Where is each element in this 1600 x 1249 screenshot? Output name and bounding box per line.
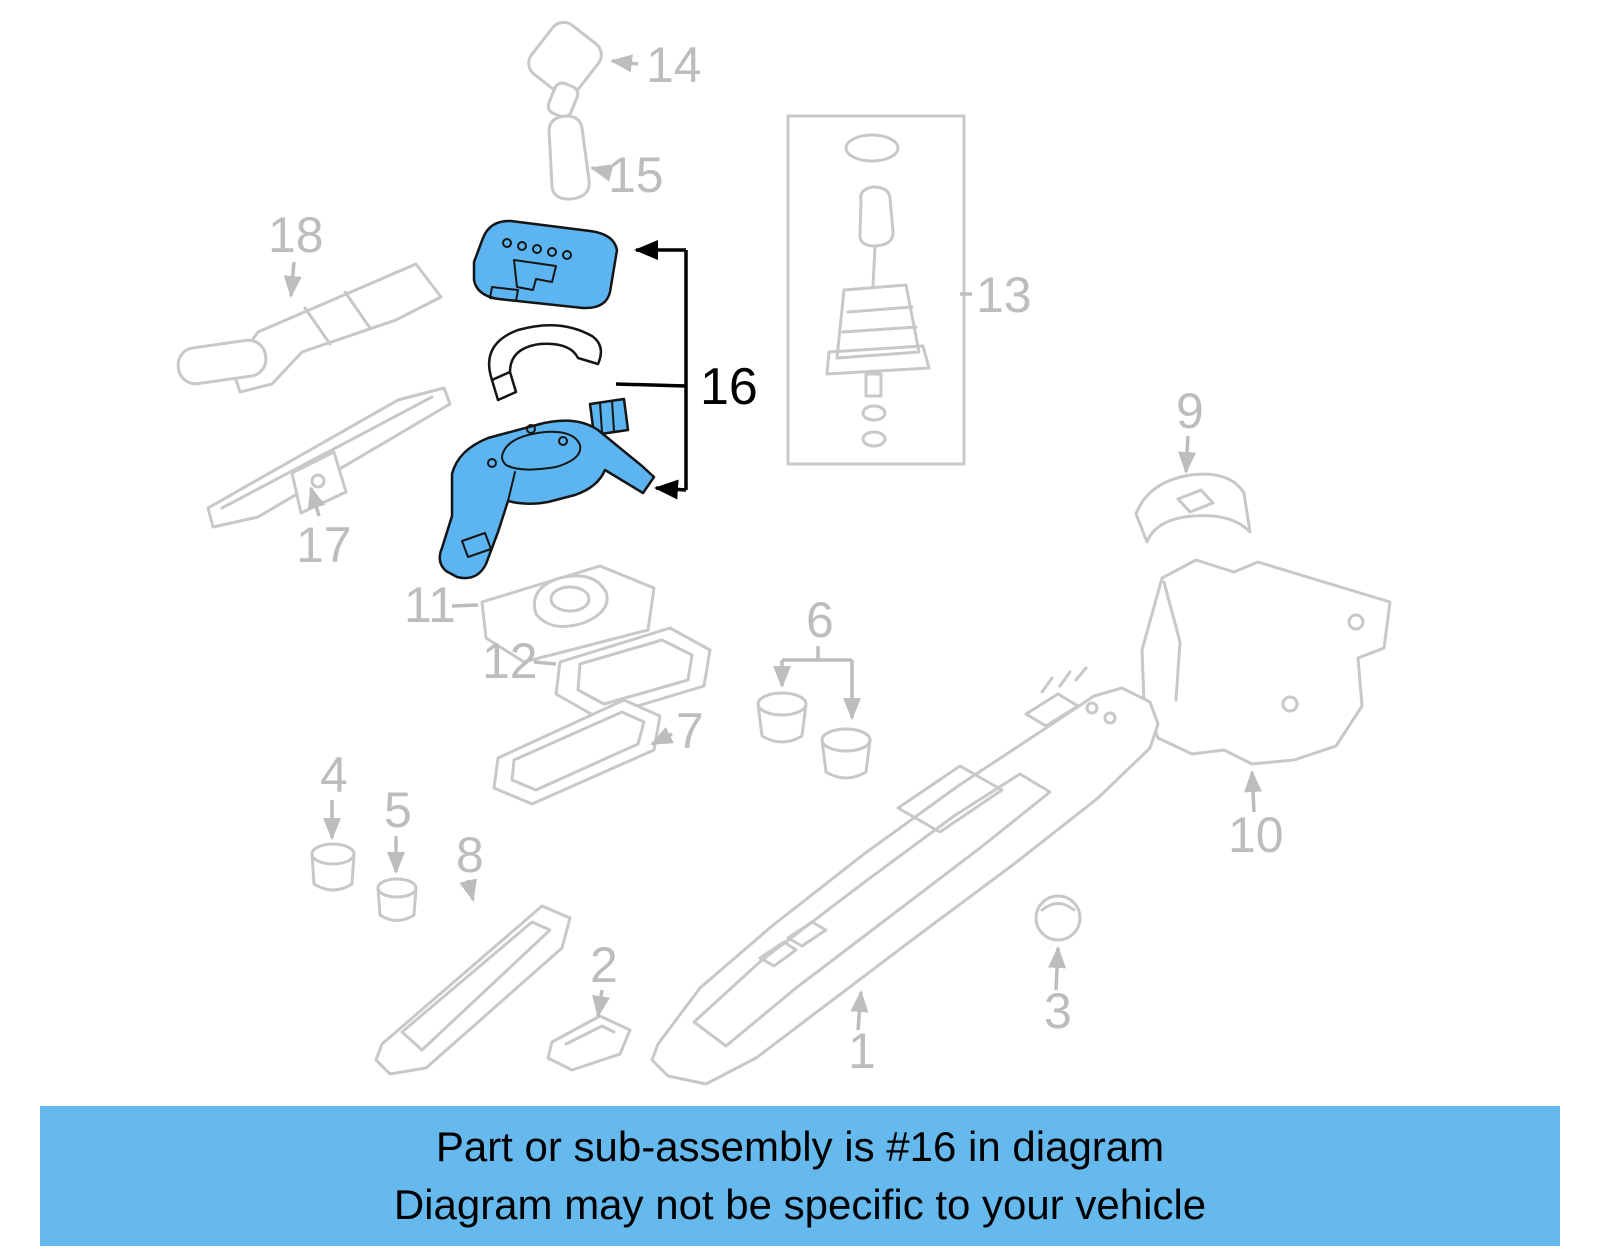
part-9-bracket [1134,472,1252,544]
part-16-housing-details [461,424,582,558]
part-16-housing [438,419,656,580]
part-6-leader [782,646,852,662]
part-label-9: 9 [1176,383,1204,439]
part-16-strap [487,324,603,382]
part-label-16: 16 [700,358,758,416]
part-4-plug [310,842,356,892]
part-label-5: 5 [384,782,412,838]
part-13-shifter-assembly [786,114,966,466]
part-7-arrow [650,727,674,746]
part-1-arrow [850,990,869,1031]
part-18-lever-boot [176,262,443,394]
part-15-shift-knob [547,114,591,201]
part-label-6: 6 [806,592,834,648]
part-2-arrow [592,989,610,1018]
banner-line-1: Part or sub-assembly is #16 in diagram [435,1122,1165,1170]
info-banner: Part or sub-assembly is #16 in diagram D… [40,1106,1560,1246]
part-14-arrow [610,54,639,73]
part-label-12: 12 [482,633,538,689]
part-6-cup-holders [756,691,872,780]
part-label-4: 4 [320,747,348,803]
part-16-cover-details [489,238,572,302]
part-2-bracket [546,1014,632,1072]
part-label-3: 3 [1044,983,1072,1039]
part-label-18: 18 [268,207,324,263]
part-label-8: 8 [456,827,484,883]
part-18-arrow [283,261,302,298]
part-10-rear-panel [1140,558,1392,766]
part-8-console-side [374,904,572,1076]
part-label-15: 15 [608,147,664,203]
part-12-leader [533,660,557,666]
part-15-arrow [590,164,614,182]
part-3-arrow [1048,946,1067,991]
part-label-17: 17 [296,517,352,573]
part-16-callout [615,240,688,500]
part-10-arrow [1244,770,1262,813]
part-1-console-body [650,666,1160,1086]
part-label-2: 2 [590,937,618,993]
part-label-1: 1 [848,1023,876,1079]
part-label-14: 14 [646,37,702,93]
part-8-arrow [459,878,477,902]
parts-diagram: 13 14 15 18 17 9 11 [176,20,1392,1086]
part-16-highlighted-assembly [438,219,656,580]
banner-line-2: Diagram may not be specific to your vehi… [393,1181,1207,1228]
part-11-leader [451,603,479,608]
part-11-shift-boot [480,564,656,664]
part-label-11: 11 [404,577,456,633]
part-3-knob [1034,894,1082,942]
part-label-7: 7 [676,703,704,759]
part-17-arrow [307,486,326,517]
part-12-bezel [554,626,712,720]
part-17-parking-brake-lever [206,386,452,529]
part-label-10: 10 [1228,807,1284,863]
part-9-arrow [1178,435,1197,474]
part-5-plug [376,877,418,922]
part-7-tray [492,698,662,806]
part-14-pivot [527,20,603,119]
part-label-13: 13 [976,267,1032,323]
